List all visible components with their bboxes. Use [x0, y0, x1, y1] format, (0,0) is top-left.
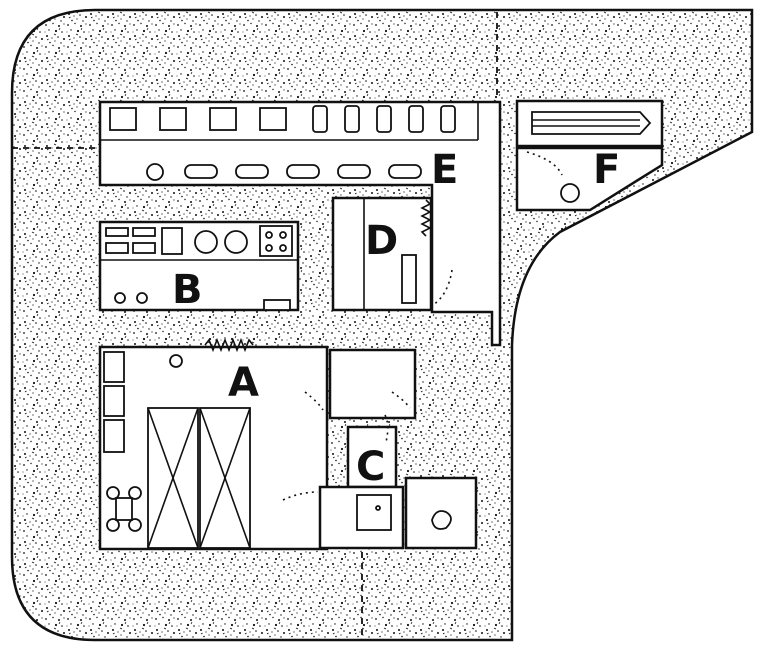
- fixture: [105, 227, 129, 237]
- car-shape: [531, 111, 652, 135]
- room-c: [346, 425, 398, 489]
- fixture: [408, 105, 424, 133]
- door-swing: [526, 151, 563, 176]
- fixture: [375, 505, 381, 511]
- fixture: [263, 299, 291, 311]
- room-label-e: E: [431, 147, 458, 193]
- fixture: [132, 227, 156, 237]
- fixture: [105, 242, 129, 254]
- spring-line: [420, 199, 432, 237]
- fixture: [159, 107, 187, 131]
- room-label-b: B: [172, 267, 203, 313]
- fixture: [209, 107, 237, 131]
- room-label-f: F: [593, 147, 620, 193]
- fixture: [265, 231, 273, 239]
- room-label-a: A: [228, 360, 259, 406]
- fixture: [128, 486, 142, 500]
- fixture: [376, 105, 392, 133]
- room-label-d: D: [365, 218, 398, 264]
- fixture: [109, 107, 137, 131]
- fixture: [279, 244, 287, 252]
- fixture: [440, 105, 456, 133]
- fixture: [103, 351, 125, 383]
- fixture: [560, 183, 580, 203]
- door-swing: [432, 269, 453, 306]
- fixture: [194, 230, 218, 254]
- fixture: [344, 105, 360, 133]
- fixture: [115, 497, 133, 521]
- fixture: [132, 242, 156, 254]
- room-label-c: C: [356, 444, 385, 490]
- door-swing: [282, 491, 319, 501]
- fixture: [388, 164, 422, 179]
- room-f: [515, 146, 664, 212]
- fixture: [356, 494, 392, 531]
- fixture: [161, 227, 183, 255]
- fixture: [146, 163, 164, 181]
- fixture: [103, 419, 125, 453]
- fixture: [224, 230, 248, 254]
- fixture: [312, 105, 328, 133]
- fixture: [106, 518, 120, 532]
- fixture: [401, 254, 417, 304]
- fixture: [259, 107, 287, 131]
- fixture: [106, 486, 120, 500]
- cross-line: [147, 407, 199, 549]
- fixture: [235, 164, 269, 179]
- fixture: [337, 164, 371, 179]
- fixture: [114, 292, 126, 304]
- spring-line: [204, 337, 254, 353]
- cross-line: [199, 407, 251, 549]
- fixture: [286, 164, 320, 179]
- fixture: [169, 354, 183, 368]
- fixture: [184, 164, 218, 179]
- door-swing: [391, 391, 411, 409]
- fixture: [431, 510, 452, 530]
- room-c-upper: [328, 348, 417, 420]
- fixture: [136, 292, 148, 304]
- fixture: [103, 385, 125, 417]
- fixture: [279, 231, 287, 239]
- fixture: [128, 518, 142, 532]
- door-swing: [384, 414, 389, 443]
- fixture: [259, 225, 293, 257]
- fixture: [265, 244, 273, 252]
